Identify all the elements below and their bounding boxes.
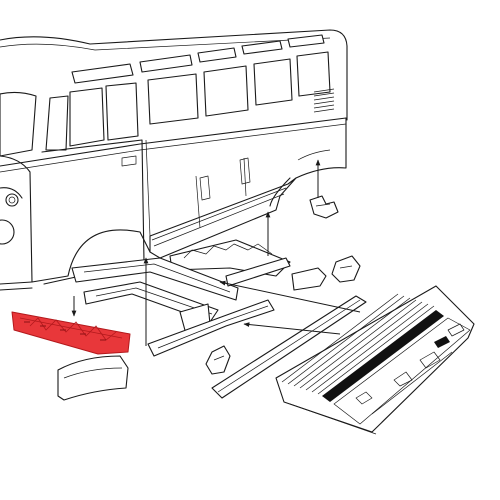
side-window-3 (253, 58, 293, 106)
jack-point-bracket (331, 255, 361, 283)
roof-window-2 (139, 54, 193, 73)
side-window-2 (203, 65, 249, 117)
floor-seal-strip (322, 310, 444, 402)
highlighted-front-floor-section (11, 311, 131, 355)
cross-members (57, 239, 367, 401)
rocker-panel (149, 177, 297, 259)
front-rail (147, 299, 275, 357)
headlight (5, 193, 19, 207)
windshield (0, 91, 37, 157)
floor-pan (275, 285, 475, 435)
floor-ribs (281, 293, 435, 395)
lower-bracket (205, 345, 231, 375)
lower-side-rail (211, 295, 367, 399)
diagonal-strut (225, 257, 291, 287)
side-window-1 (147, 73, 199, 125)
roof-window-5 (287, 34, 325, 48)
cab-window-2 (69, 87, 105, 147)
arrow-floor-to-rail (243, 322, 341, 335)
roof-window-4 (241, 40, 283, 55)
cab-window-3 (105, 82, 139, 141)
rear-bracket (309, 195, 339, 219)
vent-grille (313, 88, 335, 113)
roof-window-1 (71, 63, 134, 84)
roof-window-3 (197, 47, 237, 63)
door-handle (121, 155, 137, 167)
arrow-floor-to-sill (219, 280, 361, 313)
front-wheel-hub (0, 219, 15, 245)
side-window-4 (296, 51, 331, 97)
brackets (205, 195, 361, 375)
mount-bracket (291, 267, 327, 291)
front-outrigger (57, 355, 129, 401)
callout-arrows (71, 159, 361, 346)
bus-body (0, 29, 348, 291)
cab-window-1 (45, 95, 69, 151)
